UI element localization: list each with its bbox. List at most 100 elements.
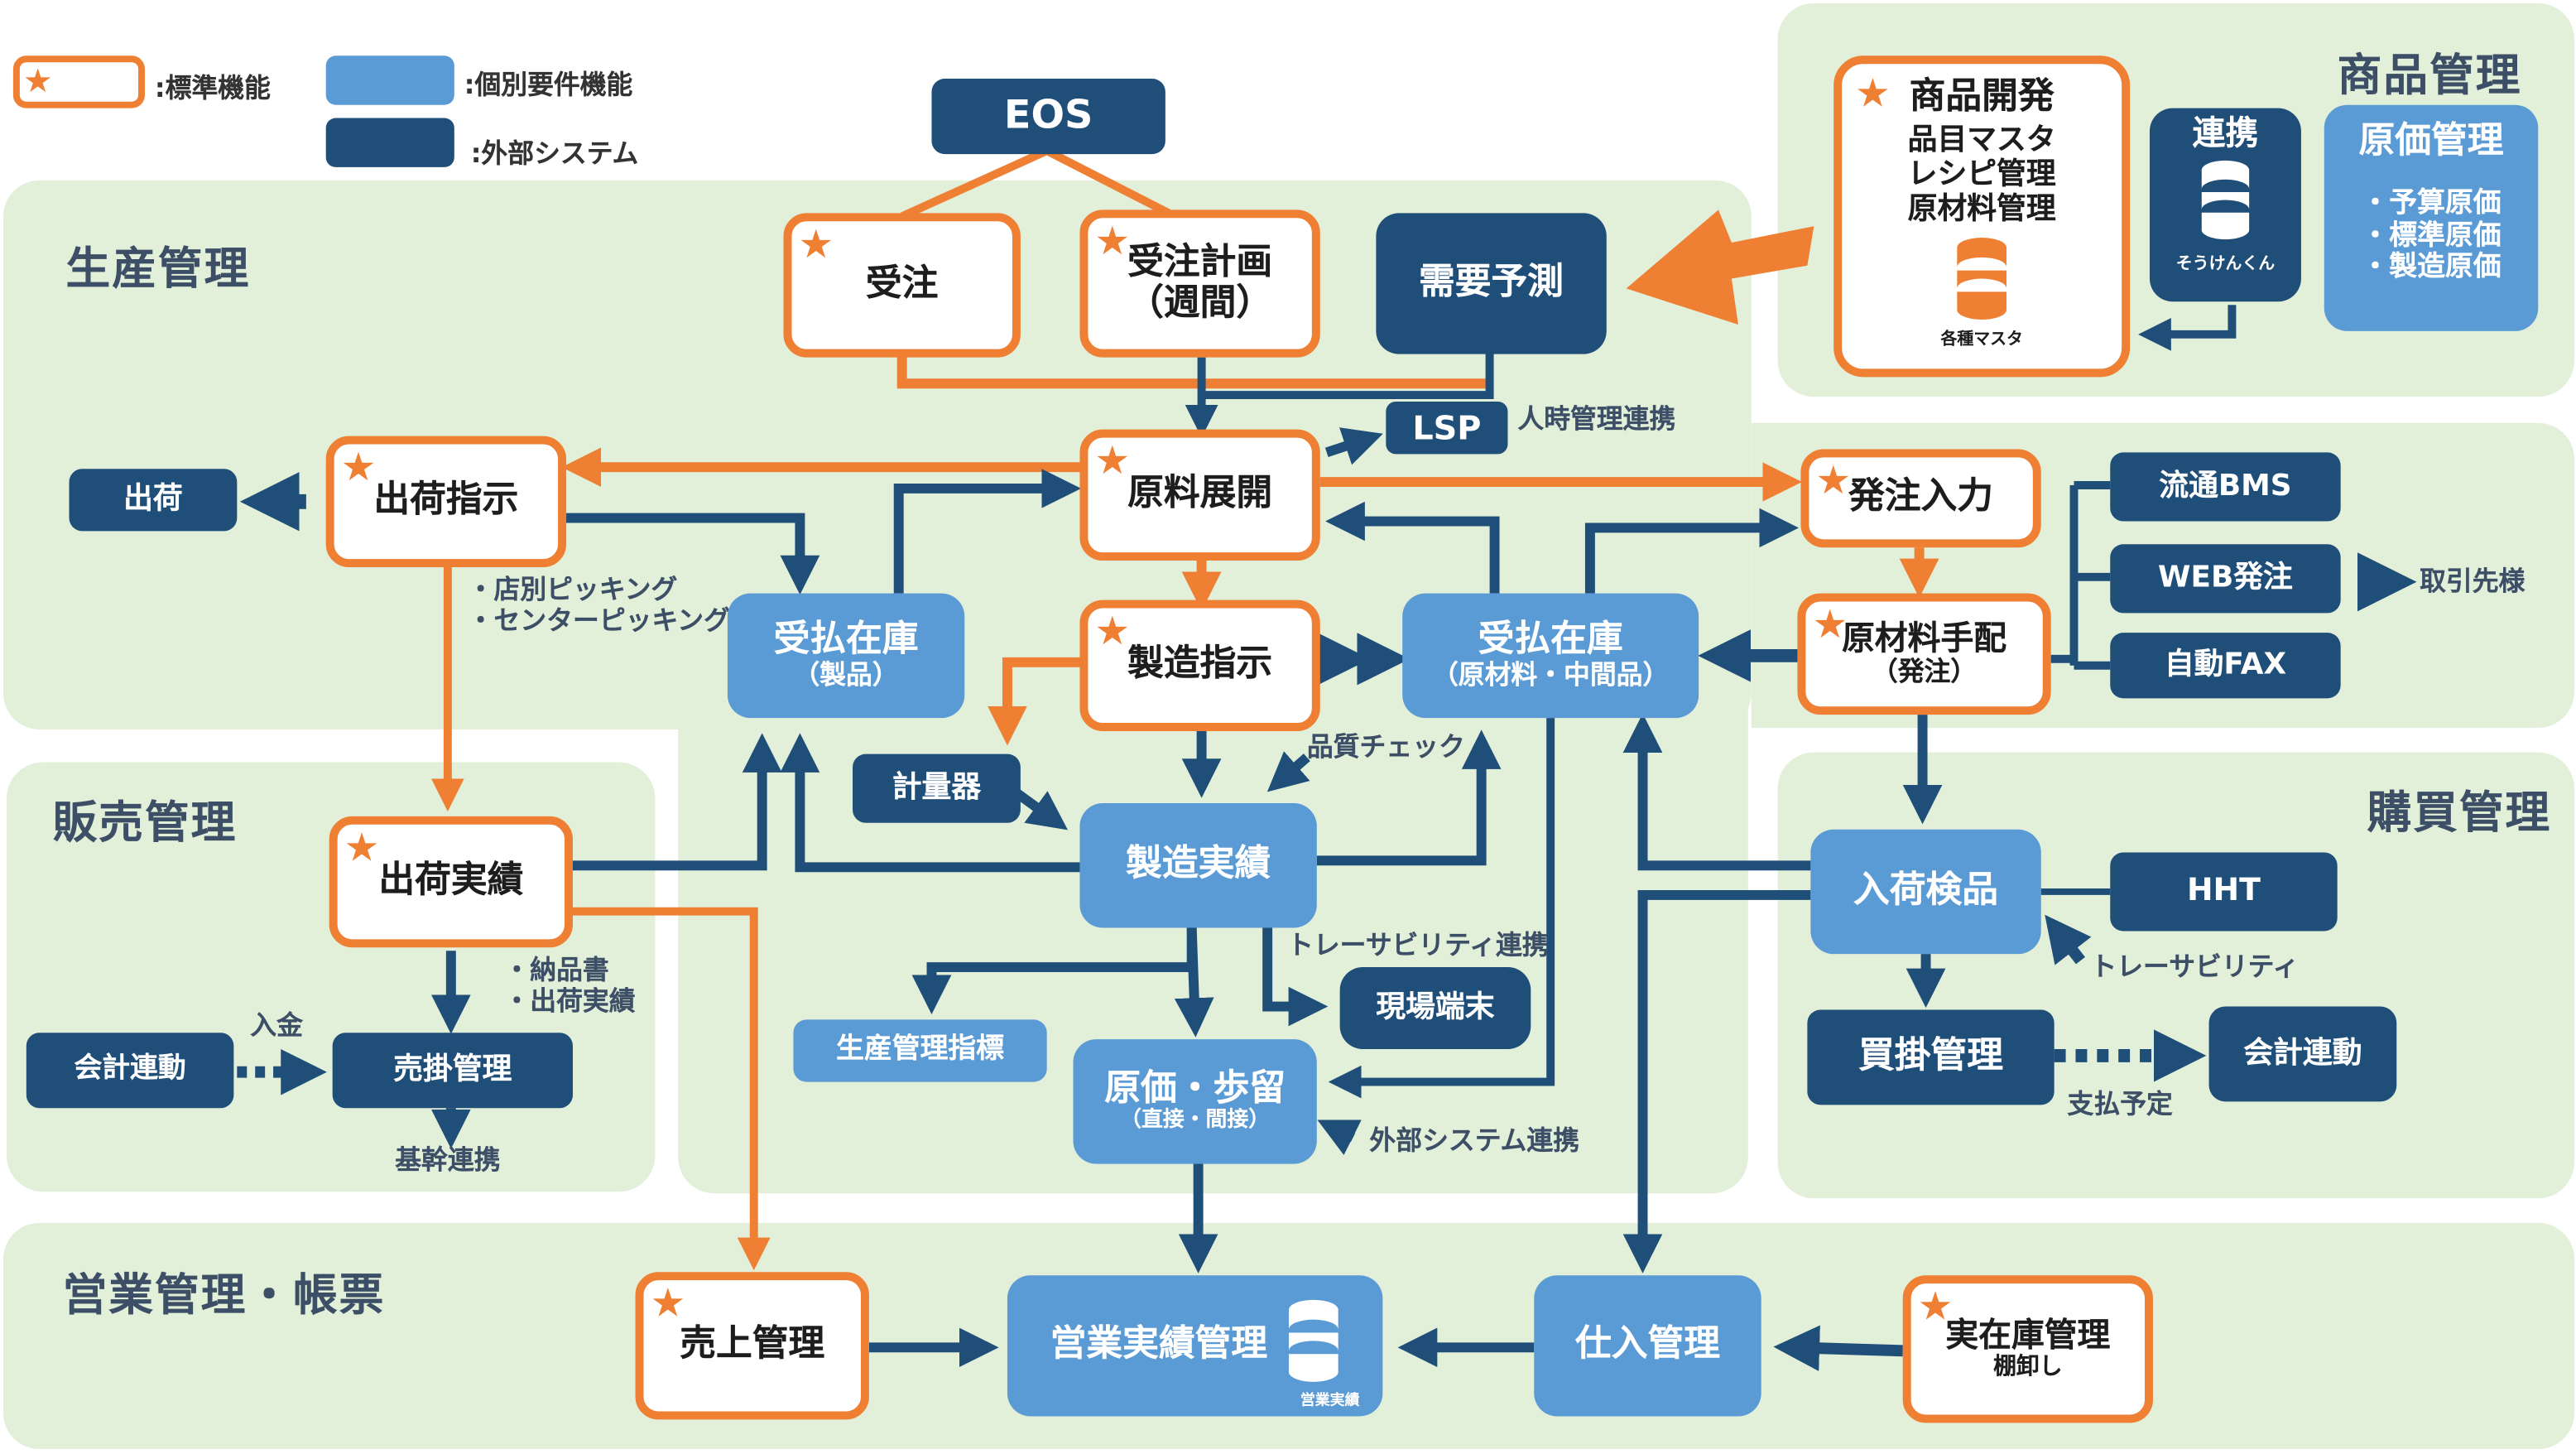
arrow-matinv-to-po (1584, 508, 1800, 594)
arrow-matinv-to-cost (1328, 718, 1555, 1099)
box-receivables[interactable]: 売掛管理 (332, 1033, 573, 1109)
note-traceability-link: トレーサビリティ連携 (1287, 929, 1549, 961)
box-purchasing[interactable]: 仕入管理 (1534, 1275, 1761, 1417)
line-eos-order (900, 147, 1049, 220)
box-hht[interactable]: HHT (2110, 852, 2338, 932)
arrow-result-to-kpi (911, 927, 1197, 1015)
box-ship[interactable]: 出荷 (69, 469, 238, 532)
box-business-results[interactable]: 営業実績管理 営業実績 (1007, 1275, 1383, 1417)
box-purchase-order-input-label: 発注入力 (1848, 477, 1994, 519)
note-picking: ・店別ピッキング ・センターピッキング (468, 574, 730, 637)
region-title-product: 商品管理 (2337, 51, 2522, 102)
box-cost-management-item: ・製造原価 (2361, 251, 2502, 285)
box-material-expansion-label: 原料展開 (1127, 474, 1273, 516)
box-accounting-link-sales[interactable]: 会計連動 (26, 1033, 234, 1109)
box-order-plan-sub: （週間） (1127, 283, 1273, 325)
arrow-receiving-to-matinv (1622, 713, 1811, 871)
note-delivery-result: ・出荷実績 (503, 985, 636, 1017)
box-scale-device[interactable]: 計量器 (853, 753, 1021, 823)
box-link[interactable]: 連携 そうけんくん (2149, 108, 2301, 302)
note-supplier: 取引先様 (2420, 565, 2526, 597)
box-field-terminal[interactable]: 現場端末 (1339, 967, 1531, 1050)
box-lsp[interactable]: LSP (1386, 402, 1508, 455)
box-material-arrangement-label: 原材料手配 (1842, 618, 2006, 658)
box-inventory-material-label: 受払在庫 (1478, 619, 1623, 662)
box-manufacturing-instruction[interactable]: ★ 製造指示 (1079, 599, 1320, 731)
box-shipping-result-label: 出荷実績 (378, 861, 524, 903)
box-auto-fax[interactable]: 自動FAX (2110, 633, 2341, 699)
note-picking-center: ・センターピッキング (467, 604, 730, 637)
box-material-arrangement[interactable]: ★ 原材料手配 （発注） (1797, 593, 2051, 715)
arrow-result-to-matinv (1316, 729, 1502, 866)
box-physical-inventory[interactable]: ★ 実在庫管理 棚卸し (1902, 1275, 2153, 1423)
box-order-plan-label: 受注計画 (1127, 242, 1273, 283)
arrow-receiving-to-purchasing (1622, 889, 1811, 1273)
bracket-ordering-channels (2050, 481, 2111, 670)
star-icon: ★ (1094, 437, 1131, 484)
arrow-inventory-to-expansion (893, 469, 1082, 594)
box-shipping-result[interactable]: ★ 出荷実績 (329, 816, 573, 948)
star-icon: ★ (1094, 608, 1131, 654)
box-link-db-label: そうけんくん (2175, 255, 2276, 274)
box-web-order[interactable]: WEB発注 (2110, 544, 2341, 614)
note-delivery: ・納品書 ・出荷実績 (503, 954, 635, 1017)
box-link-title: 連携 (2192, 113, 2259, 153)
arrow-quality-check (1266, 751, 1310, 792)
box-sales-management[interactable]: ★ 売上管理 (635, 1272, 869, 1420)
arrow-result-to-terminal (1262, 927, 1329, 1027)
box-product-development[interactable]: ★ 商品開発 品目マスタ レシピ管理 原材料管理 各種マスタ (1833, 55, 2131, 378)
box-cost-yield[interactable]: 原価・歩留 （直接・間接） (1073, 1039, 1317, 1164)
arrow-shipresult-to-productinv (572, 733, 782, 871)
big-arrow-productdev-forecast (1626, 209, 1814, 325)
region-title-business: 営業管理・帳票 (62, 1270, 386, 1322)
arrow-result-to-productinv (780, 733, 1084, 873)
box-product-development-title: 商品開発 (1909, 77, 2055, 118)
note-payment-schedule: 支払予定 (2067, 1088, 2173, 1120)
star-icon: ★ (650, 1280, 686, 1326)
star-icon: ★ (1855, 70, 1891, 117)
note-traceability: トレーサビリティ (2090, 951, 2300, 982)
box-cost-management[interactable]: 原価管理 ・予算原価 ・標準原価 ・製造原価 (2324, 104, 2539, 331)
box-demand-forecast[interactable]: 需要予測 (1376, 213, 1607, 354)
box-production-kpi[interactable]: 生産管理指標 (793, 1019, 1047, 1082)
box-physical-inventory-sub: 棚卸し (1993, 1355, 2063, 1381)
legend-external-label: :外部システム (470, 137, 639, 169)
box-inventory-material-sub: （原材料・中間品） (1431, 659, 1670, 691)
box-payables[interactable]: 買掛管理 (1807, 1009, 2055, 1105)
star-icon: ★ (22, 60, 53, 100)
box-product-development-item: 原材料管理 (1907, 190, 2056, 226)
box-eos[interactable]: EOS (931, 79, 1165, 155)
box-inventory-product[interactable]: 受払在庫 （製品） (727, 593, 965, 719)
box-cost-yield-sub: （直接・間接） (1120, 1108, 1271, 1134)
arrow-scale-result (1014, 789, 1069, 831)
box-product-development-db-label: 各種マスタ (1940, 330, 2023, 349)
arrow-result-to-cost (1174, 927, 1214, 1038)
box-receiving-inspection[interactable]: 入荷検品 (1810, 829, 2041, 955)
box-cost-management-title: 原価管理 (2358, 121, 2504, 162)
box-cost-management-item: ・予算原価 (2361, 187, 2502, 220)
box-sales-management-label: 売上管理 (680, 1325, 825, 1366)
arrow-inventory-to-purchasing (1773, 1325, 1903, 1371)
box-order-plan[interactable]: ★ 受注計画 （週間） (1079, 209, 1320, 358)
line-order-to-expansion (896, 354, 1490, 389)
database-icon (1952, 237, 2011, 331)
region-title-sales: 販売管理 (52, 798, 238, 850)
box-ship-instruction[interactable]: ★ 出荷指示 (325, 436, 567, 567)
box-inventory-product-label: 受払在庫 (773, 619, 919, 662)
box-accounting-link-purchase[interactable]: 会計連動 (2208, 1006, 2397, 1102)
box-manufacturing-result[interactable]: 製造実績 (1079, 803, 1317, 928)
arrow-external-to-cost (1317, 1119, 1362, 1155)
arrow-link-to-productdev (2138, 305, 2237, 351)
box-material-expansion[interactable]: ★ 原料展開 (1079, 429, 1320, 561)
box-ryutsu-bms[interactable]: 流通BMS (2110, 452, 2341, 522)
legend-standard-swatch: ★ (12, 55, 145, 108)
arrow-ship-to-inventory (566, 513, 820, 595)
box-inventory-material[interactable]: 受払在庫 （原材料・中間品） (1402, 593, 1699, 719)
line-eos-plan (1045, 147, 1171, 217)
star-icon: ★ (1815, 457, 1852, 503)
region-title-production: 生産管理 (65, 243, 251, 296)
box-purchase-order-input[interactable]: ★ 発注入力 (1800, 449, 2041, 548)
box-order[interactable]: ★ 受注 (783, 213, 1021, 358)
